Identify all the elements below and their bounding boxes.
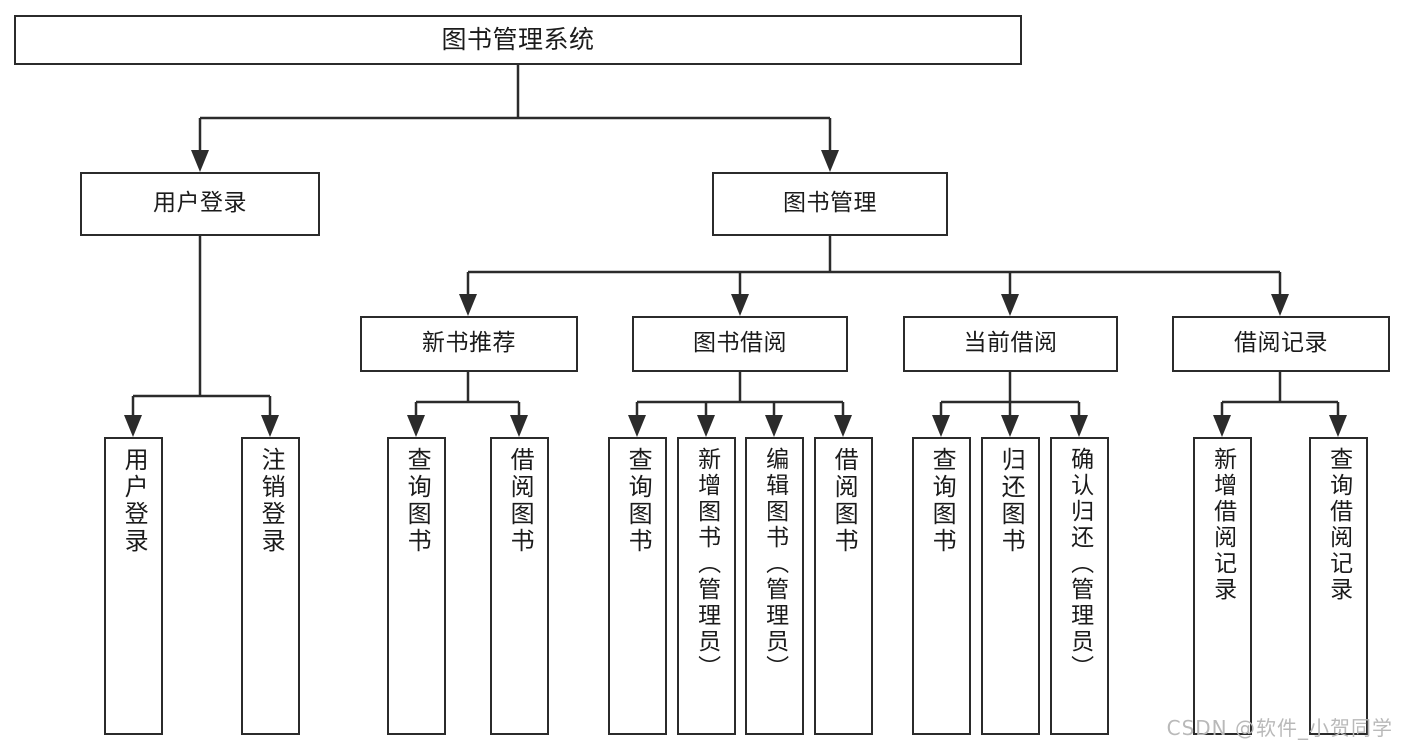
node-label: 借阅图书 — [506, 447, 535, 555]
node-book-borrow[interactable]: 图书借阅 — [632, 316, 848, 372]
arrowhead-level1-user — [191, 150, 209, 172]
node-label: 新书推荐 — [422, 330, 516, 357]
arrowhead-records-1 — [1213, 415, 1231, 437]
node-label: 查询借阅记录 — [1325, 447, 1352, 603]
node-leaf-query-book-recommend[interactable]: 查询图书 — [387, 437, 446, 735]
arrowhead-current-3 — [1070, 415, 1088, 437]
arrowhead-borrow-2 — [697, 415, 715, 437]
node-borrow-records[interactable]: 借阅记录 — [1172, 316, 1390, 372]
arrowhead-level1-book — [821, 150, 839, 172]
arrowhead-borrow-1 — [628, 415, 646, 437]
node-label: 新增借阅记录 — [1209, 447, 1236, 603]
arrowhead-current-1 — [932, 415, 950, 437]
node-leaf-query-book-current[interactable]: 查询图书 — [912, 437, 971, 735]
node-label: 图书管理系统 — [441, 25, 595, 54]
node-user-login[interactable]: 用户登录 — [80, 172, 320, 236]
arrowhead-current-2 — [1001, 415, 1019, 437]
node-leaf-confirm-return-admin[interactable]: 确认归还（管理员） — [1050, 437, 1109, 735]
node-label: 归还图书 — [997, 447, 1026, 555]
arrowhead-level2-4 — [1271, 294, 1289, 316]
node-label: 查询图书 — [403, 447, 432, 555]
node-label: 查询图书 — [624, 447, 653, 555]
arrowhead-newbook-1 — [407, 415, 425, 437]
node-leaf-edit-book-admin[interactable]: 编辑图书（管理员） — [745, 437, 804, 735]
node-leaf-add-borrow-record[interactable]: 新增借阅记录 — [1193, 437, 1252, 735]
arrowhead-borrow-4 — [834, 415, 852, 437]
node-leaf-query-book-borrow[interactable]: 查询图书 — [608, 437, 667, 735]
node-label: 图书管理 — [783, 190, 877, 217]
arrowhead-userlogin-2 — [261, 415, 279, 437]
node-label: 借阅图书 — [830, 447, 859, 555]
arrowhead-borrow-3 — [765, 415, 783, 437]
node-root-system[interactable]: 图书管理系统 — [14, 15, 1022, 65]
watermark: CSDN @软件_小贺同学 — [1166, 716, 1393, 740]
arrowhead-newbook-2 — [510, 415, 528, 437]
node-leaf-borrow-book-recommend[interactable]: 借阅图书 — [490, 437, 549, 735]
node-label: 查询图书 — [928, 447, 957, 555]
node-leaf-return-book[interactable]: 归还图书 — [981, 437, 1040, 735]
node-leaf-query-borrow-record[interactable]: 查询借阅记录 — [1309, 437, 1368, 735]
node-label: 用户登录 — [153, 190, 247, 217]
node-label: 图书借阅 — [693, 330, 787, 357]
node-current-borrow[interactable]: 当前借阅 — [903, 316, 1118, 372]
arrowhead-level2-2 — [731, 294, 749, 316]
arrowhead-records-2 — [1329, 415, 1347, 437]
node-new-book-recommend[interactable]: 新书推荐 — [360, 316, 578, 372]
node-leaf-logout[interactable]: 注销登录 — [241, 437, 300, 735]
node-leaf-user-login[interactable]: 用户登录 — [104, 437, 163, 735]
arrowhead-level2-3 — [1001, 294, 1019, 316]
node-label: 确认归还（管理员） — [1066, 447, 1093, 681]
node-leaf-add-book-admin[interactable]: 新增图书（管理员） — [677, 437, 736, 735]
node-label: 当前借阅 — [963, 330, 1058, 357]
node-label: 用户登录 — [120, 447, 149, 555]
node-book-management[interactable]: 图书管理 — [712, 172, 948, 236]
node-label: 注销登录 — [257, 447, 286, 555]
node-label: 编辑图书（管理员） — [761, 447, 788, 681]
node-label: 借阅记录 — [1234, 330, 1328, 357]
node-leaf-borrow-book[interactable]: 借阅图书 — [814, 437, 873, 735]
arrowhead-userlogin-1 — [124, 415, 142, 437]
node-label: 新增图书（管理员） — [693, 447, 720, 681]
arrowhead-level2-1 — [459, 294, 477, 316]
